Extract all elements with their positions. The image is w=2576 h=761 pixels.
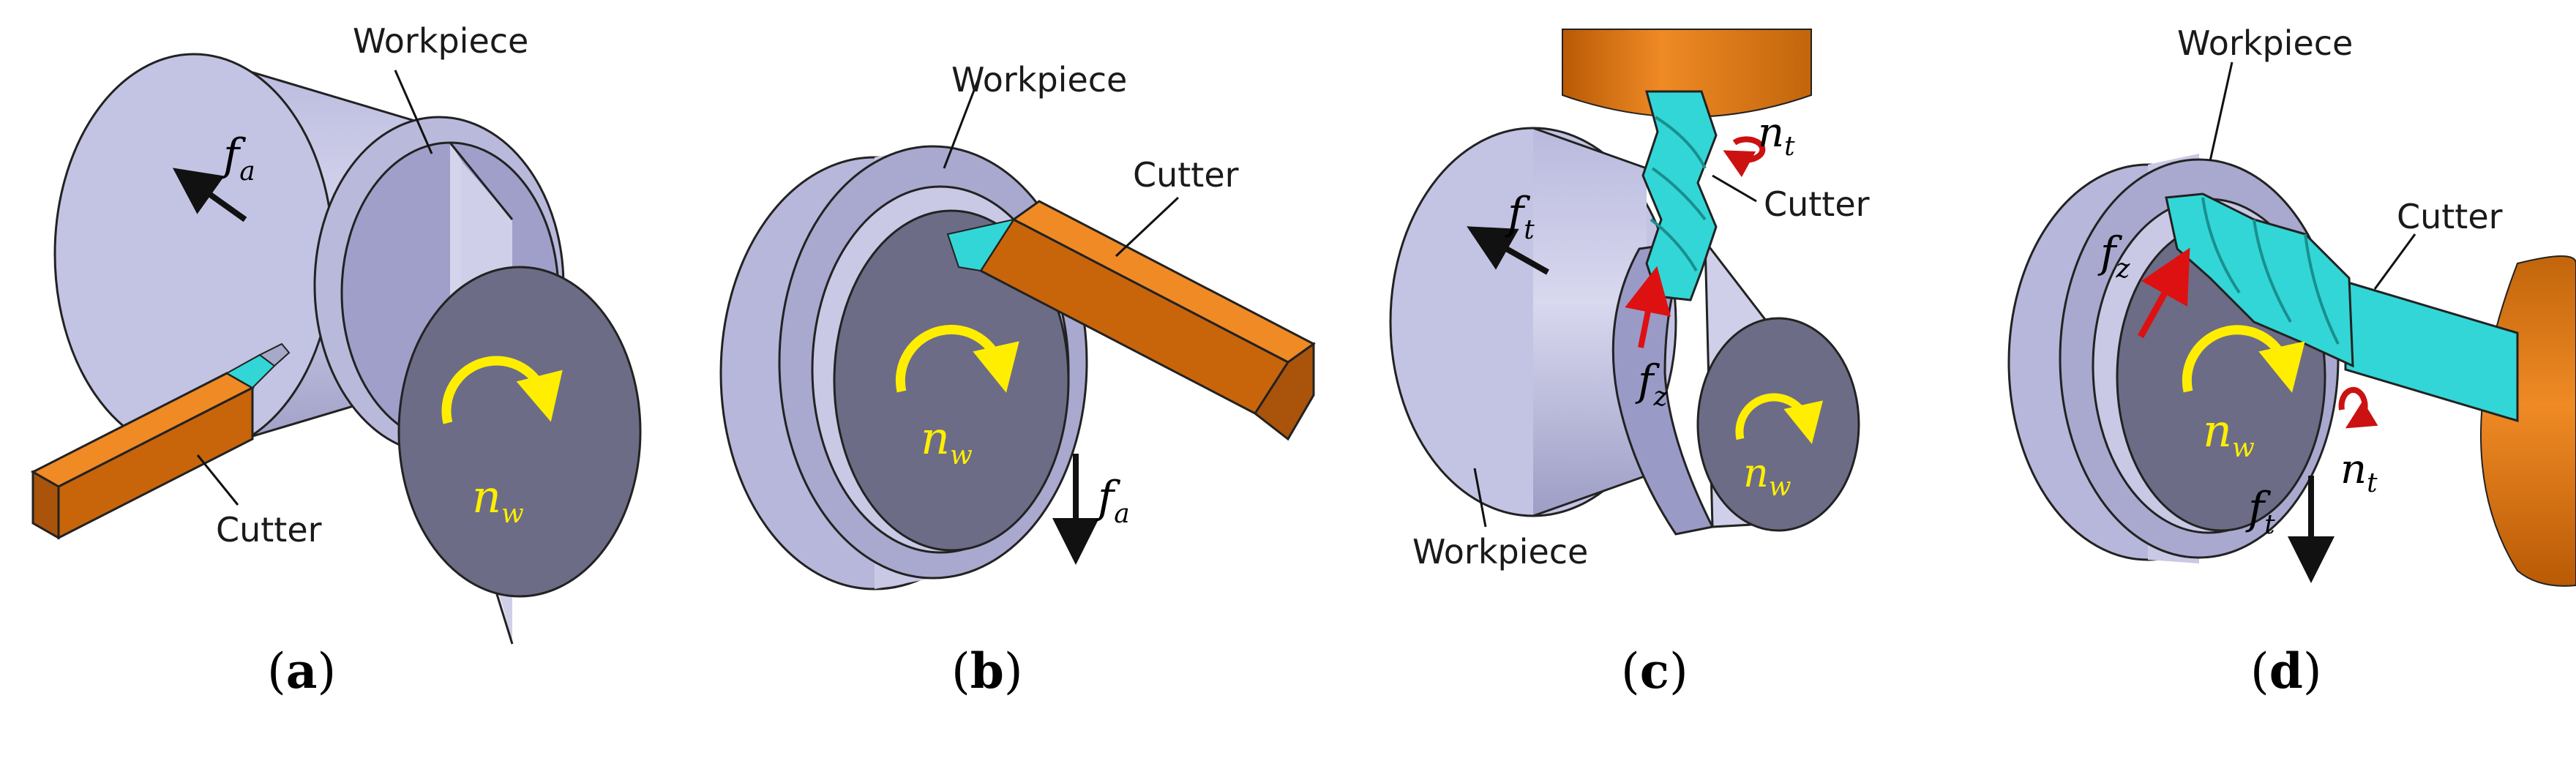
workpiece-front-face	[833, 209, 1070, 552]
workpiece-large-body	[1533, 128, 1647, 516]
caption-d: (d)	[2250, 642, 2322, 700]
tooth-feed-arrow	[2138, 247, 2190, 339]
cutter-label: Cutter	[1764, 184, 1870, 224]
workpiece-front-face	[397, 266, 642, 598]
cutter-label: Cutter	[2397, 197, 2503, 236]
caption-b: (b)	[951, 642, 1023, 700]
end-mill	[1641, 90, 1718, 301]
cutter-tip	[258, 342, 291, 367]
spin-arrow	[895, 324, 1019, 393]
spin-label: nw	[921, 411, 973, 471]
workpiece-label: Workpiece	[1412, 532, 1588, 571]
feed-label: fa	[1095, 472, 1130, 529]
caption-c: (c)	[1621, 642, 1688, 700]
spindle	[2480, 255, 2576, 587]
tool-spin-arrow	[1723, 136, 1766, 178]
caption-a: (a)	[267, 642, 336, 700]
cutter-label: Cutter	[1133, 155, 1239, 195]
workpiece-label: Workpiece	[2177, 23, 2353, 63]
spin-arrow	[2182, 325, 2305, 393]
spin-label: nw	[472, 470, 524, 529]
panel-b: fa nw Workpiece Cutter (b)	[719, 60, 1316, 700]
spin-arrow	[1735, 393, 1823, 444]
panel-c: nt ft fz nw Cutter Workpiece (c)	[1389, 29, 1870, 700]
panel-d: nt fz ft nw Workpiece Cutter (d)	[2007, 23, 2576, 700]
spin-arrow	[441, 356, 563, 424]
spin-label: nw	[1743, 450, 1791, 502]
tool-spin-label: nt	[1758, 109, 1795, 162]
workpiece-label: Workpiece	[353, 21, 528, 61]
cutter-bar-end	[1253, 342, 1315, 441]
tool-spin-arrow	[2338, 386, 2378, 429]
cutter-label: Cutter	[216, 510, 322, 550]
feed-arrow	[1467, 226, 1549, 275]
spin-label: nw	[2203, 404, 2255, 463]
tool-spin-label: nt	[2340, 446, 2378, 498]
cutter-bar-end	[31, 470, 60, 540]
workpiece-label: Workpiece	[951, 60, 1127, 100]
panel-a: fa nw Workpiece Cutter (a)	[30, 21, 642, 700]
feed-arrow	[172, 168, 247, 222]
end-mill-shank	[2344, 280, 2519, 423]
cutter-insert	[946, 218, 1016, 272]
workpiece-front-face	[1696, 317, 1860, 532]
tooth-feed-arrow	[1625, 266, 1671, 348]
